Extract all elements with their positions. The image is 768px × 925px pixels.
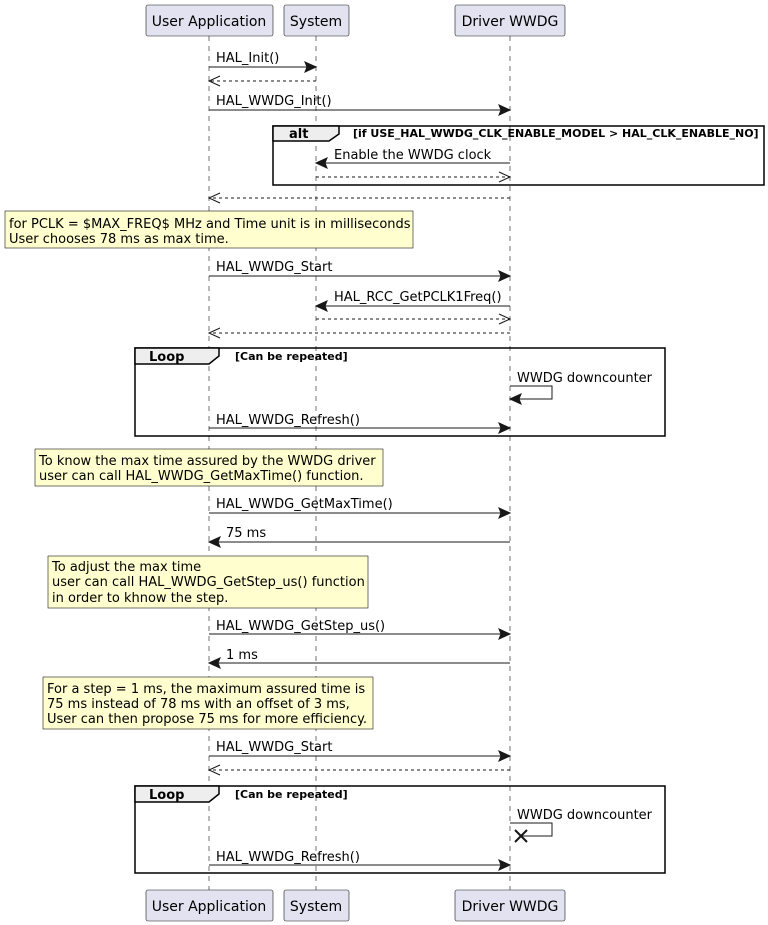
note-step-explanation-line-2: 75 ms instead of 78 ms with an offset of… [47,697,350,712]
participant-user-application-bottom: User Application [145,889,274,922]
message-hal-wwdg-start-2-label: HAL_WWDG_Start [216,740,332,755]
note-adjust-max-time: To adjust the max time user can call HAL… [47,555,369,609]
note-step-explanation-line-1: For a step = 1 ms, the maximum assured t… [47,682,365,697]
participant-system-top: System [283,4,350,37]
note-max-time-line-2: user can call HAL_WWDG_GetMaxTime() func… [39,469,364,484]
note-adjust-max-time-line-2: user can call HAL_WWDG_GetStep_us() func… [52,575,365,590]
note-max-freq: for PCLK = $MAX_FREQ$ MHz and Time unit … [4,210,414,249]
participant-driver-wwdg-top: Driver WWDG [454,4,566,37]
message-get-step-label: HAL_WWDG_GetStep_us() [216,619,385,634]
message-enable-wwdg-clock: Enable the WWDG clock [314,148,510,169]
self-message-downcounter-1: WWDG downcounter [508,371,653,405]
participant-driver-wwdg-label: Driver WWDG [462,14,559,30]
participant-driver-wwdg-label-bottom: Driver WWDG [462,899,559,915]
alt-frame-keyword: alt [289,127,308,142]
note-step-explanation: For a step = 1 ms, the maximum assured t… [42,676,374,730]
message-hal-wwdg-init: HAL_WWDG_Init() [209,94,512,116]
note-max-time: To know the max time assured by the WWDG… [34,448,384,487]
loop-frame-2: Loop [Can be repeated] [134,785,666,874]
self-message-downcounter-2: WWDG downcounter [510,808,653,843]
reply-1-ms-label: 1 ms [226,648,258,663]
note-max-time-line-1: To know the max time assured by the WWDG… [38,454,376,469]
loop-frame-1: Loop [Can be repeated] [134,347,666,437]
message-hal-wwdg-init-label: HAL_WWDG_Init() [216,94,332,109]
destroy-x-icon [514,829,528,843]
loop-frame-2-guard: [Can be repeated] [235,788,348,801]
message-hal-init: HAL_Init() [209,51,318,73]
note-step-explanation-line-3: User can then propose 75 ms for more eff… [47,712,367,727]
alt-frame-guard: [if USE_HAL_WWDG_CLK_ENABLE_MODEL > HAL_… [353,127,759,140]
participant-driver-wwdg-bottom: Driver WWDG [454,889,566,922]
note-adjust-max-time-line-1: To adjust the max time [51,560,201,575]
message-hal-wwdg-refresh-2: HAL_WWDG_Refresh() [209,850,512,871]
return-hal-wwdg-start-1 [207,327,510,339]
participant-user-application-label: User Application [152,14,267,30]
note-max-freq-line-1: for PCLK = $MAX_FREQ$ MHz and Time unit … [9,217,411,232]
message-hal-wwdg-start-1: HAL_WWDG_Start [209,260,512,282]
participant-system-bottom: System [283,889,350,922]
message-get-pclk1-freq-label: HAL_RCC_GetPCLK1Freq() [334,290,502,305]
reply-1-ms: 1 ms [207,648,510,669]
reply-75-ms: 75 ms [207,526,510,548]
message-get-max-time: HAL_WWDG_GetMaxTime() [209,497,512,519]
message-enable-wwdg-clock-label: Enable the WWDG clock [334,148,492,163]
message-get-step: HAL_WWDG_GetStep_us() [209,619,512,640]
participant-system-label-bottom: System [290,899,342,915]
participant-user-application-top: User Application [145,4,274,37]
return-hal-init [207,75,316,87]
message-hal-wwdg-refresh-1-label: HAL_WWDG_Refresh() [216,413,360,428]
return-hal-wwdg-init [207,192,510,204]
return-enable-wwdg-clock [316,171,512,183]
alt-frame: alt [if USE_HAL_WWDG_CLK_ENABLE_MODEL > … [272,125,765,186]
return-hal-wwdg-start-2 [207,764,510,776]
self-message-downcounter-1-label: WWDG downcounter [517,371,653,386]
reply-75-ms-label: 75 ms [226,526,266,541]
return-get-pclk1-freq [316,313,512,325]
self-message-downcounter-2-label: WWDG downcounter [517,808,653,823]
message-hal-wwdg-start-1-label: HAL_WWDG_Start [216,260,332,275]
message-get-pclk1-freq: HAL_RCC_GetPCLK1Freq() [314,290,510,312]
note-adjust-max-time-line-3: in order to khnow the step. [52,591,228,606]
message-hal-init-label: HAL_Init() [216,51,279,66]
loop-frame-1-guard: [Can be repeated] [235,350,348,363]
message-get-max-time-label: HAL_WWDG_GetMaxTime() [216,497,393,512]
message-hal-wwdg-refresh-1: HAL_WWDG_Refresh() [209,413,512,434]
message-hal-wwdg-start-2: HAL_WWDG_Start [209,740,512,762]
participant-system-label: System [290,14,342,30]
loop-frame-1-keyword: Loop [149,350,184,365]
loop-frame-2-keyword: Loop [149,788,184,803]
note-max-freq-line-2: User chooses 78 ms as max time. [9,232,229,247]
message-hal-wwdg-refresh-2-label: HAL_WWDG_Refresh() [216,850,360,865]
participant-user-application-label-bottom: User Application [152,899,267,915]
